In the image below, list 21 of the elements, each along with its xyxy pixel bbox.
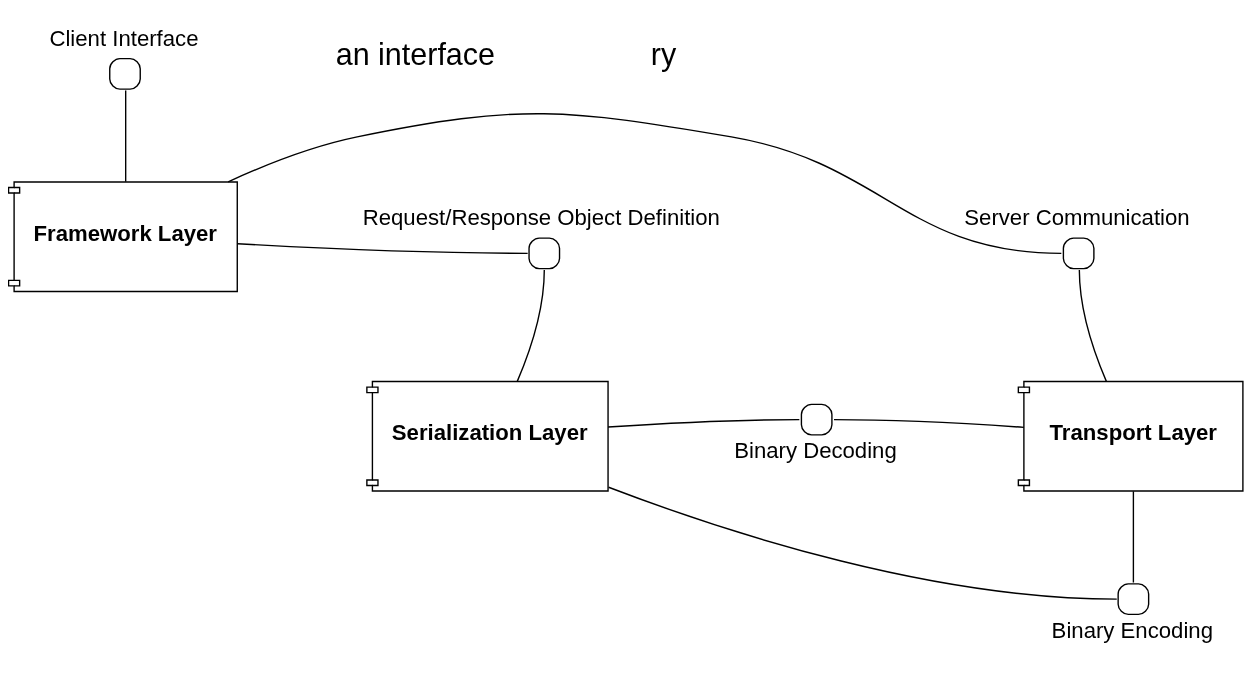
node-circle bbox=[528, 237, 561, 270]
node-circle bbox=[1062, 237, 1095, 270]
node-circle bbox=[800, 403, 833, 436]
node-circle bbox=[109, 57, 141, 90]
connector bbox=[227, 113, 1062, 255]
connector bbox=[1078, 269, 1108, 383]
connector bbox=[516, 269, 545, 383]
connector bbox=[833, 418, 1025, 429]
node-label: Request/Response Object Definition bbox=[362, 205, 720, 231]
connector bbox=[125, 89, 127, 183]
node-label: Client Interface bbox=[49, 25, 199, 51]
connector bbox=[236, 243, 529, 255]
node-label: Server Communication bbox=[964, 205, 1190, 231]
connector bbox=[607, 418, 801, 428]
label: an interface bbox=[335, 36, 496, 71]
connector bbox=[1132, 490, 1135, 584]
label: ry bbox=[650, 36, 677, 71]
node-label: Binary Encoding bbox=[1051, 617, 1213, 643]
connector bbox=[607, 486, 1118, 600]
node-circle bbox=[1117, 583, 1150, 616]
node-label: Binary Decoding bbox=[734, 438, 897, 464]
